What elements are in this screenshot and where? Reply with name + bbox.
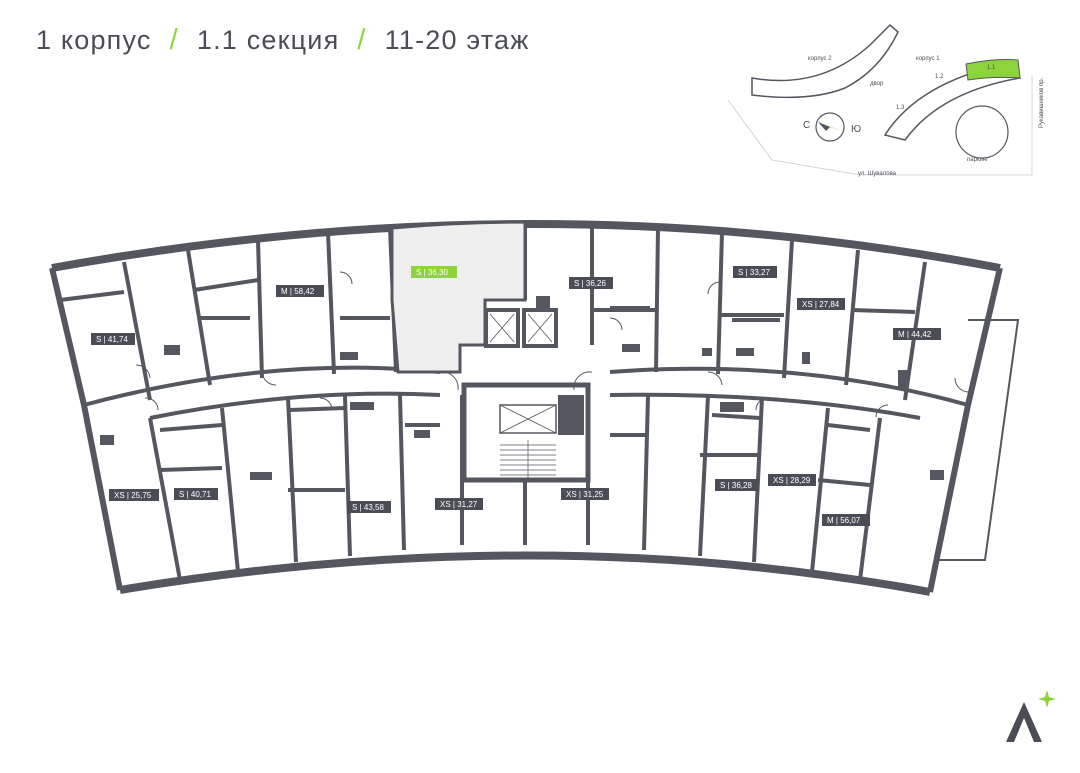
svg-text:XS | 31,25: XS | 31,25 xyxy=(566,490,604,499)
svg-text:M | 56,07: M | 56,07 xyxy=(827,516,861,525)
svg-text:S | 33,27: S | 33,27 xyxy=(738,268,770,277)
svg-text:S | 36,30: S | 36,30 xyxy=(416,268,448,277)
outer-wall-left xyxy=(49,267,123,591)
selected-apartment[interactable] xyxy=(390,220,527,374)
apartment-label[interactable]: S | 36,28 xyxy=(715,479,759,491)
section-label: 1.1 секция xyxy=(196,24,340,55)
building-core xyxy=(461,296,591,483)
apartment-label[interactable]: S | 40,71 xyxy=(174,488,218,500)
svg-text:S | 43,58: S | 43,58 xyxy=(352,503,384,512)
svg-text:XS | 31,27: XS | 31,27 xyxy=(440,500,478,509)
building-label: 1 корпус xyxy=(36,24,152,55)
svg-text:XS | 25,75: XS | 25,75 xyxy=(114,491,152,500)
separator-2: / xyxy=(357,23,367,56)
outer-wall-right xyxy=(927,267,1003,593)
apartment-label[interactable]: XS | 28,29 xyxy=(768,474,816,486)
apartment-label[interactable]: XS | 31,25 xyxy=(561,488,609,500)
apartment-label[interactable]: S | 43,58 xyxy=(347,501,391,513)
apartment-label[interactable]: M | 56,07 xyxy=(822,514,870,526)
apartment-label[interactable]: M | 44,42 xyxy=(893,328,941,340)
separator-1: / xyxy=(169,23,179,56)
svg-text:M | 58,42: M | 58,42 xyxy=(281,287,315,296)
apartment-label[interactable]: XS | 27,84 xyxy=(797,298,845,310)
outer-wall-top xyxy=(51,220,1001,272)
svg-text:M | 44,42: M | 44,42 xyxy=(898,330,932,339)
apartment-label-selected[interactable]: S | 36,30 xyxy=(411,266,457,278)
svg-text:XS | 28,29: XS | 28,29 xyxy=(773,476,811,485)
apartment-label[interactable]: XS | 31,27 xyxy=(435,498,483,510)
svg-text:S | 41,74: S | 41,74 xyxy=(96,335,128,344)
apartment-label[interactable]: S | 41,74 xyxy=(91,333,135,345)
floors-label: 11-20 этаж xyxy=(384,24,530,55)
svg-text:S | 36,28: S | 36,28 xyxy=(720,481,752,490)
svg-text:S | 40,71: S | 40,71 xyxy=(179,490,211,499)
apartment-label[interactable]: XS | 25,75 xyxy=(109,489,159,501)
apartment-label[interactable]: S | 33,27 xyxy=(733,266,777,278)
svg-text:S | 36,26: S | 36,26 xyxy=(574,279,606,288)
svg-text:XS | 27,84: XS | 27,84 xyxy=(802,300,840,309)
apartment-label[interactable]: S | 36,26 xyxy=(569,277,613,289)
floor-title: 1 корпус / 1.1 секция / 11-20 этаж xyxy=(36,22,530,58)
outer-wall-bottom xyxy=(119,551,931,596)
apartment-label[interactable]: M | 58,42 xyxy=(276,285,324,297)
